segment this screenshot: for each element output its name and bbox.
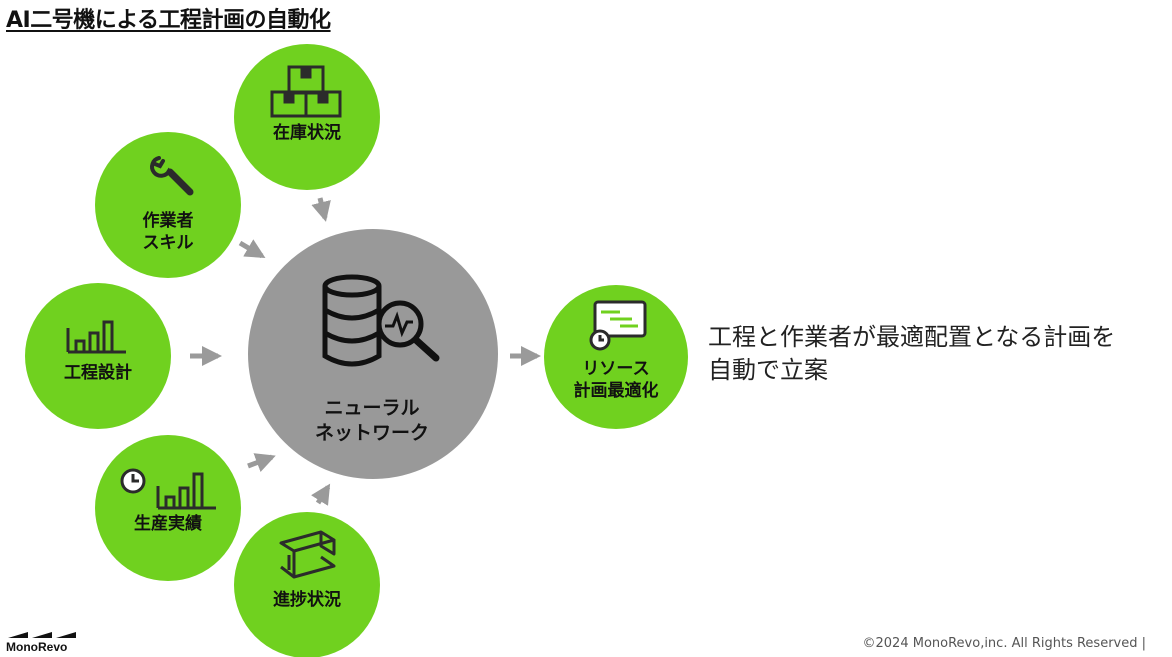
description-line-2: 自動で立案 bbox=[708, 356, 828, 384]
center-node-label: ニューラル ネットワーク bbox=[314, 397, 429, 444]
arrow-skill bbox=[238, 239, 266, 259]
copyright-text: ©2024 MonoRevo,inc. All Rights Reserved … bbox=[862, 636, 1146, 651]
gantt-monitor-icon bbox=[589, 300, 647, 351]
monorevo-logo bbox=[8, 632, 76, 638]
description-line-1: 工程と作業者が最適配置となる計画を bbox=[708, 323, 1116, 351]
arrows bbox=[190, 197, 541, 506]
node-inventory-label: 在庫状況 bbox=[273, 123, 341, 143]
arrow-inventory bbox=[311, 197, 331, 222]
steel-beam-icon bbox=[279, 530, 336, 579]
node-output bbox=[544, 285, 688, 429]
wrench-icon bbox=[150, 156, 194, 196]
center-node-neural-network bbox=[248, 229, 498, 479]
node-design-label: 工程設計 bbox=[64, 363, 132, 383]
database-search-icon bbox=[322, 274, 440, 367]
bar-chart-icon bbox=[66, 320, 126, 354]
description-text: 工程と作業者が最適配置となる計画を 自動で立案 bbox=[708, 321, 1168, 387]
node-results-label: 生産実績 bbox=[134, 514, 202, 534]
node-skill-label: 作業者 スキル bbox=[142, 211, 194, 253]
boxes-icon bbox=[270, 65, 342, 118]
node-progress bbox=[234, 512, 380, 657]
arrow-results bbox=[247, 453, 276, 472]
node-output-label: リソース 計画最適化 bbox=[573, 359, 659, 401]
node-skill bbox=[95, 132, 241, 278]
node-design bbox=[25, 283, 171, 429]
logo-text: MonoRevo bbox=[6, 640, 68, 654]
node-progress-label: 進捗状況 bbox=[273, 590, 341, 610]
arrow-progress bbox=[311, 483, 331, 506]
clock-chart-icon bbox=[120, 468, 216, 510]
page-title: AI二号機による工程計画の自動化 bbox=[6, 8, 331, 33]
